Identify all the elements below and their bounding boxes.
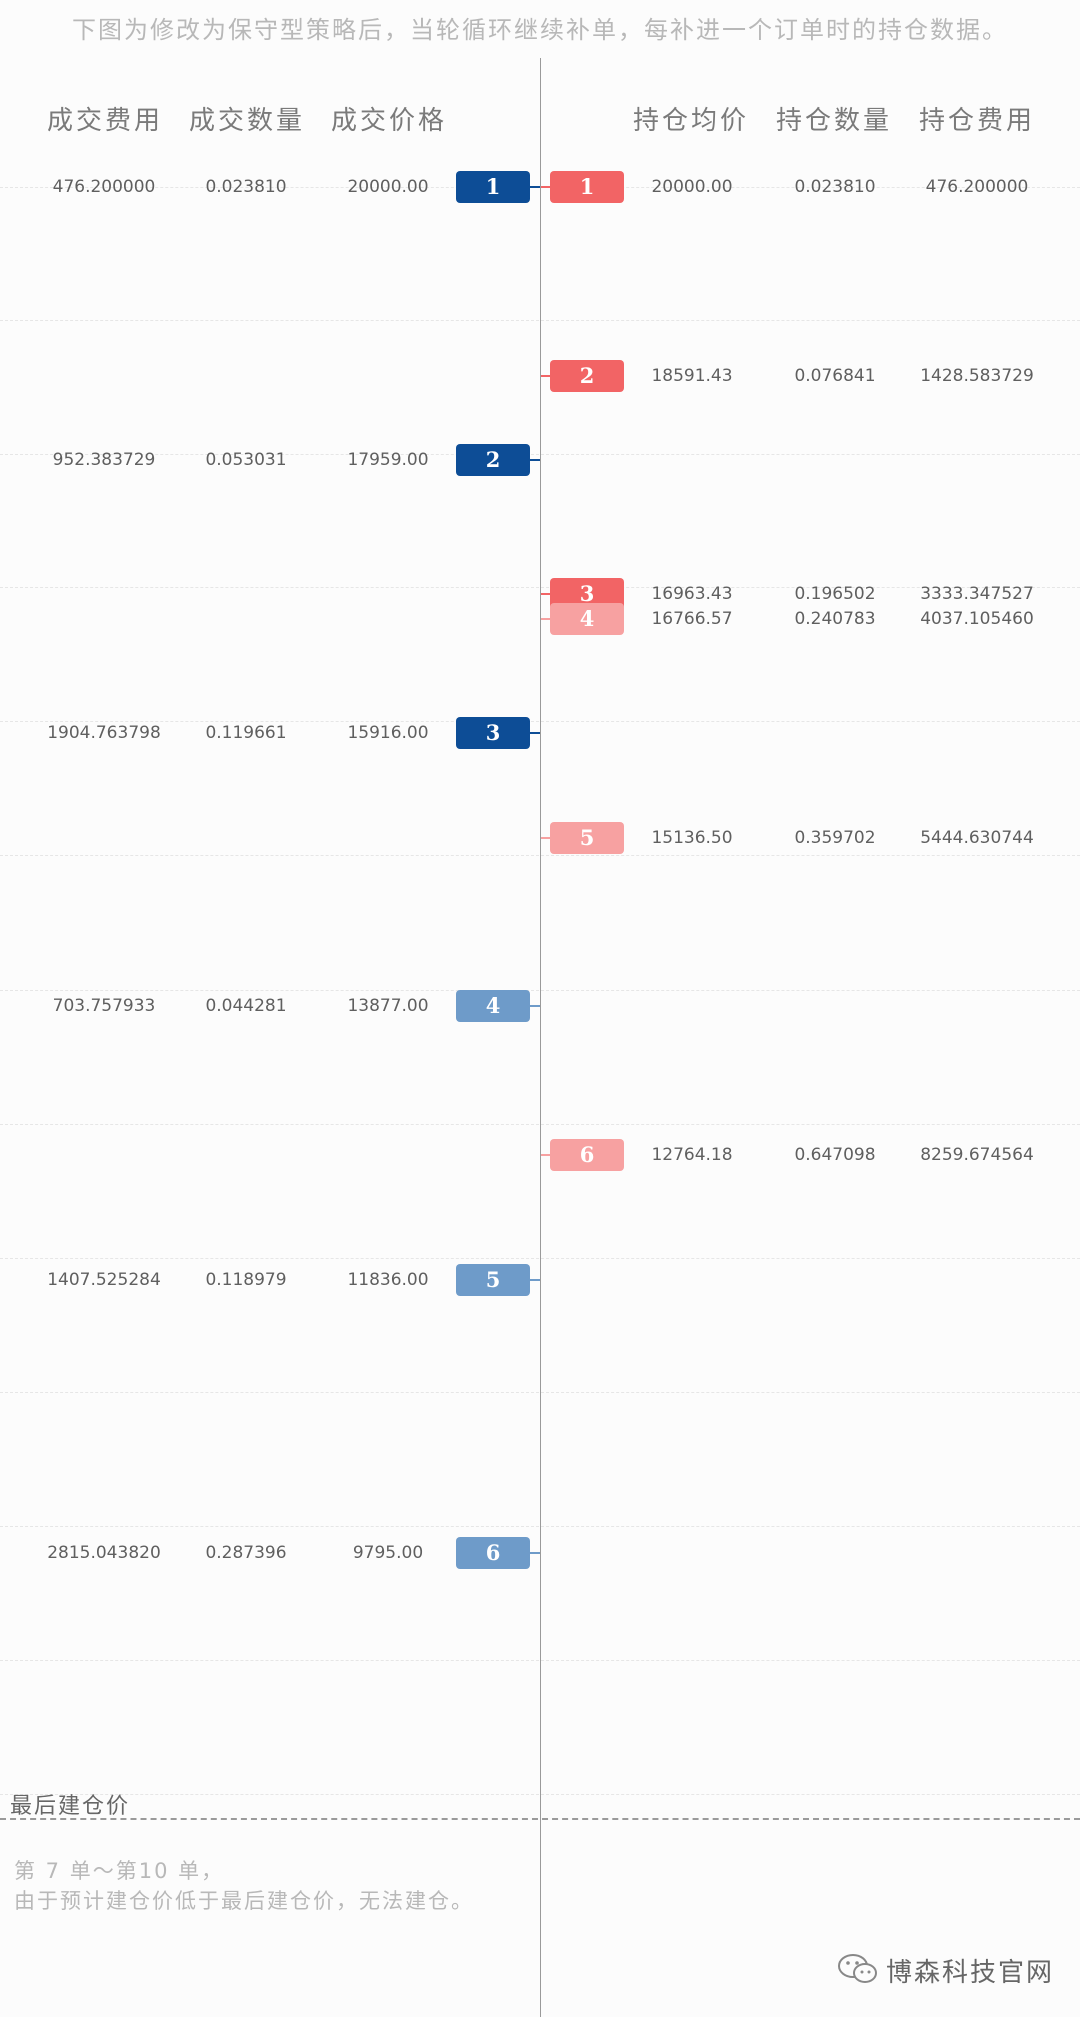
trade-price-cell: 17959.00 [347, 450, 429, 470]
order-tag: 6 [456, 1537, 530, 1569]
position-fee-cell: 476.200000 [925, 177, 1029, 197]
avg-price-cell: 15136.50 [651, 828, 733, 848]
trade-price-cell: 20000.00 [347, 177, 429, 197]
grid-line [0, 587, 1080, 588]
position-qty-cell: 0.647098 [794, 1145, 876, 1165]
avg-price-cell: 16963.43 [651, 584, 733, 604]
position-qty-cell: 0.076841 [794, 366, 876, 386]
position-fee-cell: 4037.105460 [920, 609, 1034, 629]
order-connector [530, 1279, 540, 1281]
header-position-fee: 持仓费用 [918, 106, 1035, 136]
position-qty-cell: 0.240783 [794, 609, 876, 629]
trade-price-cell: 13877.00 [347, 996, 429, 1016]
order-tag: 2 [456, 444, 530, 476]
trade-fee-cell: 952.383729 [52, 450, 156, 470]
trade-price-cell: 11836.00 [347, 1270, 429, 1290]
avg-price-cell: 12764.18 [651, 1145, 733, 1165]
grid-line [0, 1392, 1080, 1393]
grid-line [0, 990, 1080, 991]
trade-fee-cell: 703.757933 [52, 996, 156, 1016]
order-tag: 3 [456, 717, 530, 749]
grid-line [0, 1124, 1080, 1125]
position-tag: 2 [550, 360, 624, 392]
grid-line [0, 855, 1080, 856]
position-fee-cell: 5444.630744 [920, 828, 1034, 848]
header-trade-price: 成交价格 [330, 106, 447, 136]
order-connector [530, 732, 540, 734]
order-tag: 5 [456, 1264, 530, 1296]
grid-line [0, 1660, 1080, 1661]
position-connector [541, 1154, 551, 1156]
avg-price-cell: 16766.57 [651, 609, 733, 629]
order-connector [530, 186, 540, 188]
last-price-label: 最后建仓价 [10, 1794, 131, 1819]
position-qty-cell: 0.023810 [794, 177, 876, 197]
position-tag: 5 [550, 822, 624, 854]
order-tag: 4 [456, 990, 530, 1022]
trade-qty-cell: 0.053031 [205, 450, 287, 470]
position-connector [541, 837, 551, 839]
grid-line [0, 1526, 1080, 1527]
order-connector [530, 1005, 540, 1007]
position-fee-cell: 3333.347527 [920, 584, 1034, 604]
position-connector [541, 375, 551, 377]
position-fee-cell: 8259.674564 [920, 1145, 1034, 1165]
trade-price-cell: 15916.00 [347, 723, 429, 743]
order-connector [530, 459, 540, 461]
trade-fee-cell: 2815.043820 [47, 1543, 161, 1563]
trade-fee-cell: 1407.525284 [47, 1270, 161, 1290]
trade-qty-cell: 0.118979 [205, 1270, 287, 1290]
trade-qty-cell: 0.044281 [205, 996, 287, 1016]
footer-brand: 博森科技官网 [886, 1958, 1055, 1988]
position-connector [541, 186, 551, 188]
header-trade-fee: 成交费用 [46, 106, 163, 136]
avg-price-cell: 18591.43 [651, 366, 733, 386]
trade-fee-cell: 476.200000 [52, 177, 156, 197]
caption: 下图为修改为保守型策略后，当轮循环继续补单，每补进一个订单时的持仓数据。 [72, 16, 1008, 44]
center-axis [540, 58, 541, 2017]
trade-qty-cell: 0.023810 [205, 177, 287, 197]
position-qty-cell: 0.196502 [794, 584, 876, 604]
position-fee-cell: 1428.583729 [920, 366, 1034, 386]
header-position-qty: 持仓数量 [775, 106, 892, 136]
avg-price-cell: 20000.00 [651, 177, 733, 197]
position-tag: 4 [550, 603, 624, 635]
grid-line [0, 1258, 1080, 1259]
note-line-1: 第 7 单～第10 单， [14, 1859, 225, 1883]
position-tag: 1 [550, 171, 624, 203]
header-trade-qty: 成交数量 [188, 106, 305, 136]
position-tag: 6 [550, 1139, 624, 1171]
trade-price-cell: 9795.00 [352, 1543, 424, 1563]
trade-qty-cell: 0.287396 [205, 1543, 287, 1563]
grid-line [0, 1794, 1080, 1795]
grid-line [0, 320, 1080, 321]
order-connector [530, 1552, 540, 1554]
last-price-line [0, 1818, 1080, 1820]
position-qty-cell: 0.359702 [794, 828, 876, 848]
position-connector [541, 618, 551, 620]
position-connector [541, 593, 551, 595]
grid-line [0, 187, 1080, 188]
trade-qty-cell: 0.119661 [205, 723, 287, 743]
trade-fee-cell: 1904.763798 [47, 723, 161, 743]
wechat-icon [838, 1954, 877, 1983]
header-avg-price: 持仓均价 [632, 106, 749, 136]
grid-line [0, 454, 1080, 455]
order-tag: 1 [456, 171, 530, 203]
grid-line [0, 721, 1080, 722]
note-line-2: 由于预计建仓价低于最后建仓价，无法建仓。 [14, 1889, 474, 1913]
